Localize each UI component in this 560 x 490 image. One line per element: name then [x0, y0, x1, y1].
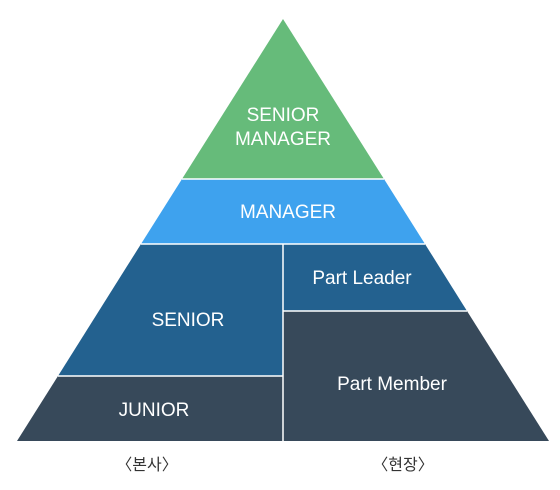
- segment-dividers: [58, 178, 467, 441]
- senior-manager-segment: [182, 19, 384, 179]
- junior-segment: [17, 376, 283, 441]
- manager-label: MANAGER: [240, 202, 336, 223]
- junior-label: JUNIOR: [119, 400, 190, 421]
- senior-label: SENIOR: [152, 310, 225, 331]
- caption-right: 〈현장〉: [372, 456, 433, 474]
- part-member-label: Part Member: [337, 374, 447, 395]
- part-member-segment: [283, 311, 549, 441]
- senior-manager-label-line1: SENIOR: [247, 105, 320, 126]
- part-leader-label: Part Leader: [312, 268, 412, 289]
- part-leader-segment: [283, 244, 467, 311]
- manager-segment: [141, 179, 425, 244]
- senior-segment: [58, 244, 283, 376]
- caption-left: 〈본사〉: [116, 456, 177, 474]
- senior-manager-label-line2: MANAGER: [235, 129, 331, 150]
